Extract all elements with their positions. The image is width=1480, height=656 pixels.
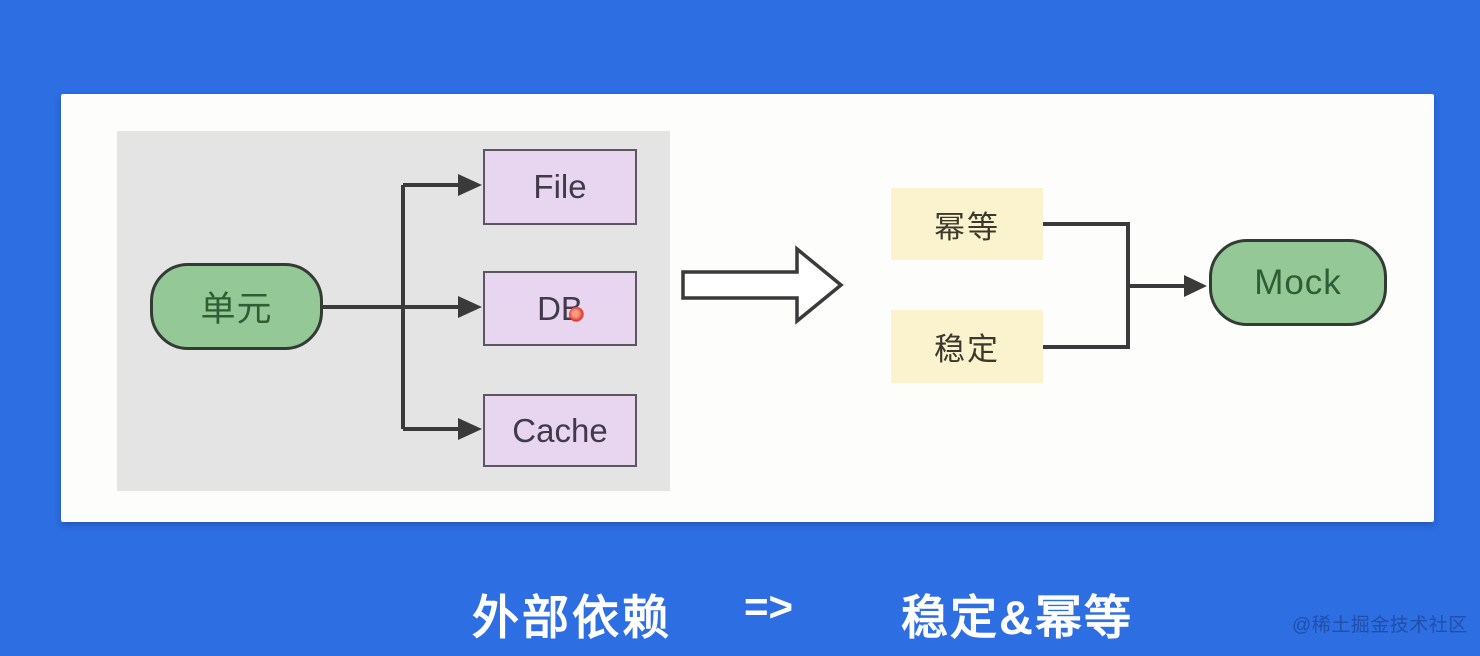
node-unit-label: 单元 <box>200 290 273 329</box>
node-unit: 单元 <box>150 263 323 350</box>
caption-arrow: => <box>744 583 794 630</box>
node-file-label: File <box>533 168 587 205</box>
laser-pointer-dot <box>569 307 584 322</box>
node-db: DB <box>483 271 637 346</box>
node-file: File <box>483 149 637 225</box>
node-stable-label: 稳定 <box>934 332 1000 367</box>
node-idempotent: 幂等 <box>891 188 1043 260</box>
node-cache: Cache <box>483 394 637 467</box>
caption: 外部依赖 => 稳定&幂等 <box>0 579 1480 644</box>
caption-right-term: 稳定&幂等 <box>901 591 1133 644</box>
node-stable: 稳定 <box>891 310 1043 383</box>
caption-left-term: 外部依赖 <box>472 591 672 644</box>
node-cache-label: Cache <box>512 411 608 449</box>
node-mock-label: Mock <box>1254 262 1342 302</box>
node-mock: Mock <box>1209 239 1387 326</box>
node-idempotent-label: 幂等 <box>934 209 1000 245</box>
watermark: @稀土掘金技术社区 <box>1292 615 1468 636</box>
